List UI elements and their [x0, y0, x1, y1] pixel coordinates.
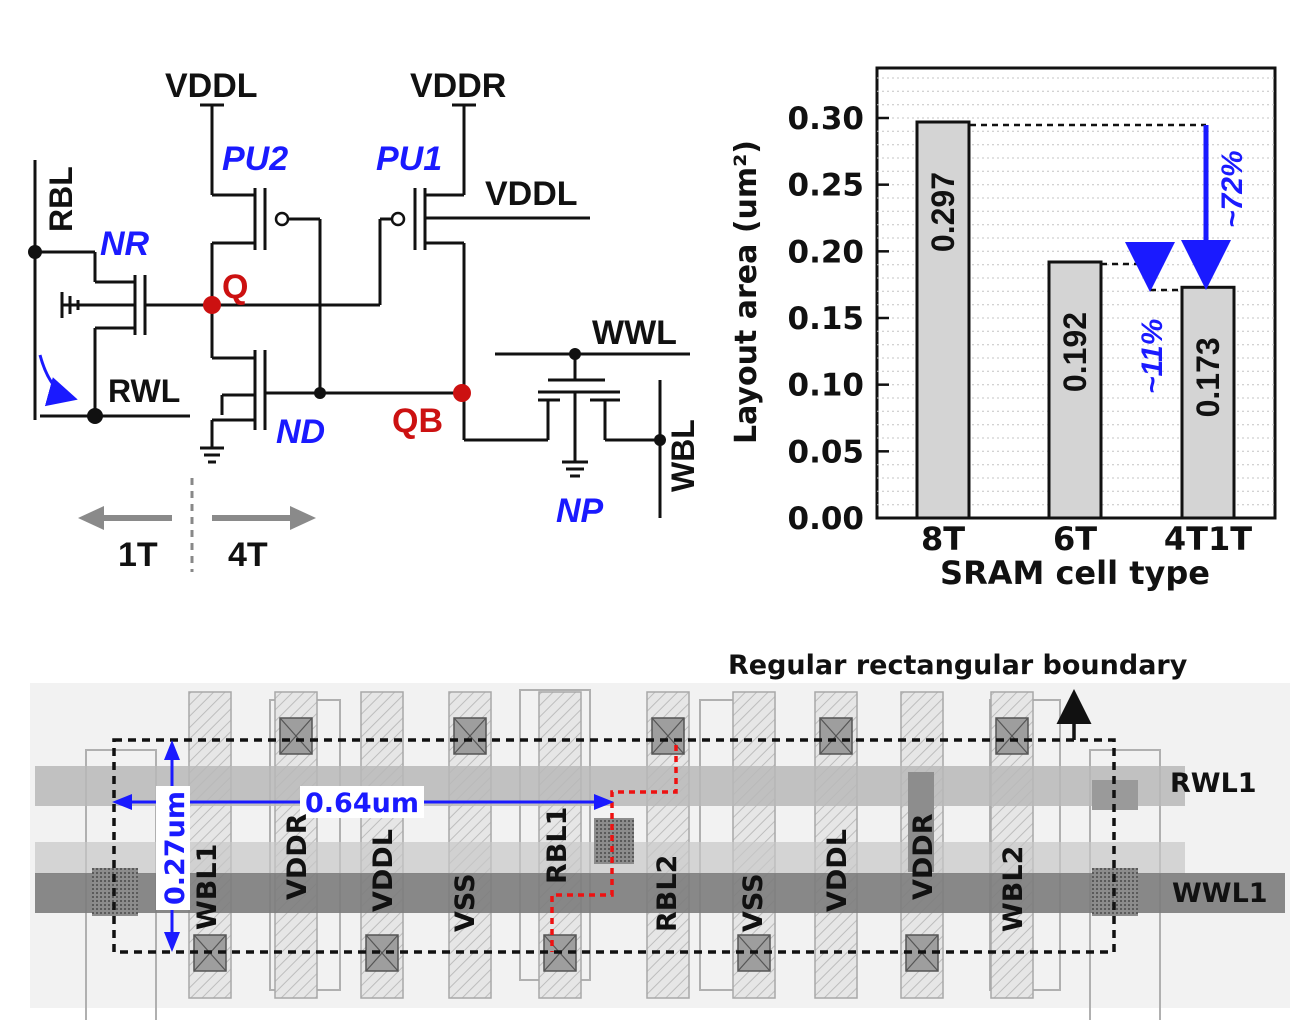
rwl1-wire — [35, 766, 1185, 806]
chart-x-tick-label: 8T — [921, 520, 965, 558]
vddl-right-label: VDDL — [485, 175, 578, 213]
chart-bar-6t — [1047, 260, 1103, 520]
chart-y-tick-label: 0.15 — [788, 301, 865, 337]
chart-y-tick-label: 0.30 — [788, 101, 865, 137]
contact — [908, 772, 934, 872]
nr-label: NR — [100, 225, 150, 263]
region-left-label: 1T — [118, 536, 158, 574]
read-current-arrow — [38, 354, 78, 407]
qb-label: QB — [392, 402, 443, 440]
qb-node-dot — [453, 384, 471, 402]
chart-bar-8t — [915, 120, 971, 520]
via-cross — [365, 934, 399, 972]
layout-column-label-vddl: VDDL — [822, 829, 853, 912]
schematic-nodes — [28, 245, 666, 446]
region-right-arrow — [212, 506, 316, 530]
sram-schematic — [33, 103, 690, 518]
chart-y-ticks: 0.00 0.05 0.10 0.15 0.20 0.25 0.30 — [788, 101, 889, 537]
chart-bar-value-label: 0.192 — [1057, 312, 1093, 392]
chart-bar-value-label: 0.173 — [1190, 337, 1226, 417]
chart-y-tick-label: 0.20 — [788, 234, 865, 270]
layout-column-label-vddr: VDDR — [282, 813, 313, 900]
layout-column-label-wbl1: WBL1 — [192, 844, 223, 930]
via-cross — [453, 717, 487, 755]
rbl-label: RBL — [43, 166, 79, 232]
np-label: NP — [556, 492, 604, 530]
chart-bar-4t1t — [1180, 285, 1236, 520]
pu1-label: PU1 — [376, 140, 442, 178]
rwl-label: RWL — [108, 373, 180, 409]
nd-label: ND — [276, 413, 325, 451]
height-arrow-top — [164, 740, 180, 760]
layout-column-label-vss: VSS — [738, 873, 769, 932]
chart-x-tick-label: 6T — [1053, 520, 1097, 558]
width-arrow-right — [594, 794, 614, 810]
wwl-label: WWL — [592, 314, 677, 352]
q-node-dot — [203, 296, 221, 314]
layout-column-label-wbl2: WBL2 — [998, 846, 1029, 932]
wwl1-label: WWL1 — [1172, 878, 1268, 909]
chart-y-axis-title: Layout area (um²) — [729, 140, 764, 444]
chart-bars: 0.297 0.192 0.173 — [915, 120, 1236, 520]
height-label: 0.27um — [160, 791, 191, 905]
region-left-arrow — [78, 506, 172, 530]
chart-x-tick-label: 4T1T — [1164, 520, 1252, 558]
chart-y-tick-label: 0.10 — [788, 368, 865, 404]
reduction-72-label: ~72% — [1216, 150, 1249, 228]
wwl1-wire — [35, 873, 1285, 913]
height-label-box — [156, 786, 190, 910]
via-cross — [995, 717, 1029, 755]
boundary-label: Regular rectangular boundary — [728, 650, 1188, 681]
via-cross — [819, 717, 853, 755]
layout-column-label-rbl1: RBL1 — [542, 807, 573, 884]
layout-column-label-vss: VSS — [450, 873, 481, 932]
width-arrow-left — [112, 794, 132, 810]
chart-y-tick-label: 0.25 — [788, 168, 865, 204]
region-right-label: 4T — [228, 536, 268, 574]
chart-y-tick-label: 0.05 — [788, 434, 865, 470]
cell-boundary — [112, 738, 1116, 954]
vddr-top-label: VDDR — [410, 67, 506, 105]
contact — [594, 818, 634, 864]
layout-column-label-vddl: VDDL — [368, 829, 399, 912]
chart-bar-value-label: 0.297 — [925, 172, 961, 252]
physical-layout: Regular rectangular boundary 0.64um 0.27… — [30, 650, 1290, 1020]
vddl-top-label: VDDL — [165, 67, 258, 105]
reduction-11-label: ~11% — [1136, 319, 1169, 394]
via-cross — [279, 717, 313, 755]
width-label: 0.64um — [305, 788, 419, 819]
q-label: Q — [222, 268, 248, 306]
chart-x-ticks: 8T 6T 4T1T — [921, 520, 1252, 558]
pu2-label: PU2 — [222, 140, 288, 178]
via-cross — [651, 717, 685, 755]
layout-column-label-rbl2: RBL2 — [652, 855, 683, 932]
layout-column-label-vddr: VDDR — [908, 813, 939, 900]
width-label-box — [300, 786, 424, 818]
rwl1-label: RWL1 — [1170, 768, 1257, 799]
height-arrow-bottom — [164, 932, 180, 952]
wbl-label: WBL — [665, 419, 701, 492]
chart-y-tick-label: 0.00 — [788, 501, 865, 537]
chart-x-axis-title: SRAM cell type — [940, 554, 1210, 592]
